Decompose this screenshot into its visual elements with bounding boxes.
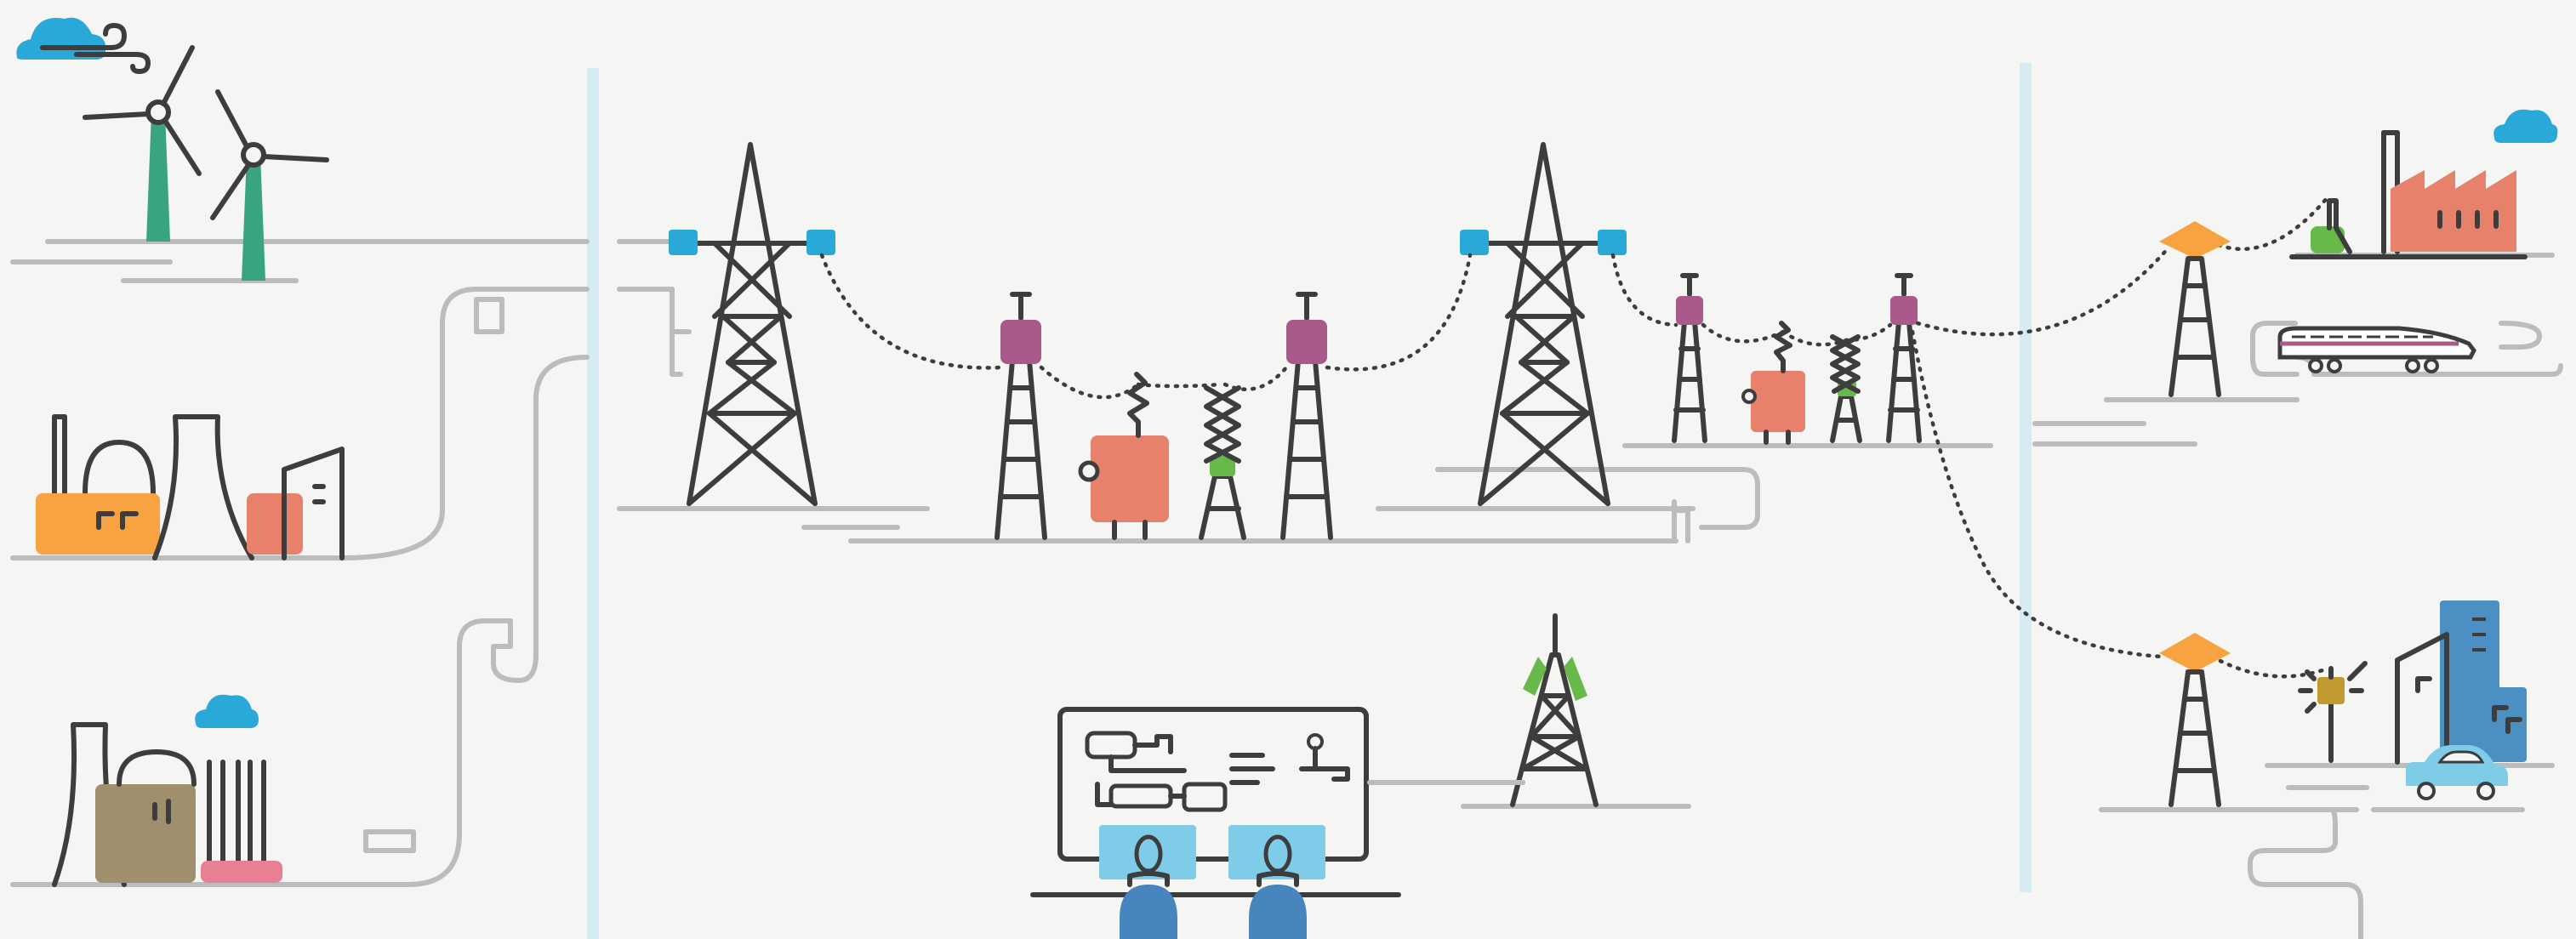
house-icon [2395, 632, 2449, 765]
transformer-icon [1741, 321, 1805, 445]
power-plant-icon [36, 414, 160, 555]
wind-turbine-icon [210, 89, 329, 281]
cooling-tower-icon [152, 414, 254, 561]
nuclear-plant-icon [52, 722, 282, 887]
substation-icon [1830, 334, 1862, 443]
operator-icon [1228, 825, 1325, 939]
house-icon [247, 447, 345, 561]
transmission-tower-icon [2159, 221, 2231, 397]
divider-generation-transmission [587, 68, 599, 939]
power-lines [819, 195, 2330, 679]
transmission-tower-icon [1280, 292, 1333, 540]
transmission-tower-icon [1460, 142, 1627, 506]
wind-icon [40, 23, 151, 74]
transformer-icon [1078, 372, 1169, 540]
streetlight-icon [2298, 661, 2368, 763]
cloud-icon [195, 694, 259, 728]
cloud-icon [2493, 109, 2558, 143]
transmission-tower-icon [994, 292, 1047, 540]
factory-icon [2289, 130, 2528, 259]
office-building-icon [2440, 600, 2527, 762]
section-dividers [587, 63, 2032, 939]
transmission-tower-icon [1886, 273, 1922, 443]
substation-icon [1199, 385, 1246, 540]
control-room-icon [1030, 707, 1401, 897]
transmission-tower-icon [669, 142, 835, 506]
car-icon [2406, 745, 2508, 800]
antenna-icon [1367, 613, 1599, 807]
train-icon [2277, 326, 2476, 373]
divider-transmission-consumption [2020, 63, 2032, 892]
operator-icon [1099, 825, 1196, 939]
transmission-tower-icon [1672, 273, 1707, 443]
wind-turbine-icon [83, 45, 202, 242]
transmission-tower-icon [2159, 633, 2231, 807]
substation-icon [2311, 198, 2352, 254]
